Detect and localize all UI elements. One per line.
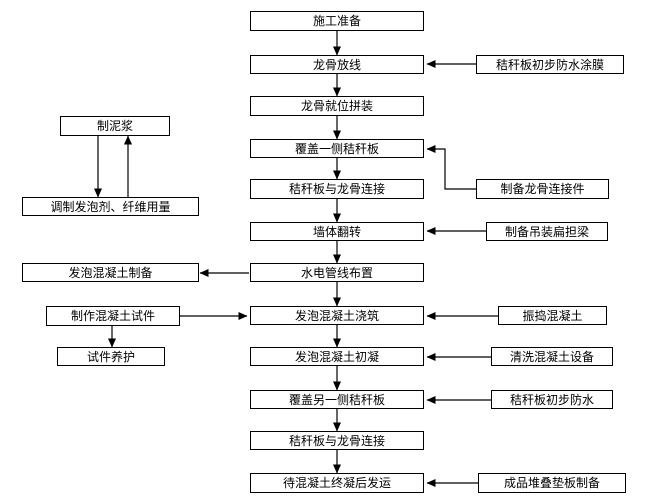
step-construction-prep: 施工准备 xyxy=(250,11,424,31)
left-make-mud: 制泥浆 xyxy=(60,116,170,136)
right-make-connector: 制备龙骨连接件 xyxy=(476,179,609,199)
arrow-right-connector xyxy=(426,145,476,190)
step-initial-set: 发泡混凝土初凝 xyxy=(250,347,424,366)
right-waterproof-film: 秸秆板初步防水涂膜 xyxy=(476,55,624,74)
left-adjust-foaming: 调制发泡剂、纤维用量 xyxy=(22,197,199,216)
right-board-waterproof: 秸秆板初步防水 xyxy=(491,390,613,409)
step-final-set-ship: 待混凝土终凝后发运 xyxy=(250,473,424,493)
left-cure-sample: 试件养护 xyxy=(57,347,165,366)
step-cover-other-side: 覆盖另一侧秸秆板 xyxy=(250,390,424,409)
right-clean-equipment: 清洗混凝土设备 xyxy=(491,347,613,366)
step-board-keel-connect-2: 秸秆板与龙骨连接 xyxy=(250,431,424,450)
right-lifting-beam: 制备吊装扁担梁 xyxy=(486,222,608,241)
left-make-sample: 制作混凝土试件 xyxy=(46,306,180,326)
step-foam-pour: 发泡混凝土浇筑 xyxy=(250,306,424,325)
step-wall-flip: 墙体翻转 xyxy=(250,222,424,241)
step-utility-lines: 水电管线布置 xyxy=(250,263,424,282)
left-foam-concrete-prep: 发泡混凝土制备 xyxy=(22,263,199,282)
right-vibrate-concrete: 振捣混凝土 xyxy=(498,306,607,325)
step-keel-assembly: 龙骨就位拼装 xyxy=(250,96,424,116)
right-pallet-prep: 成品堆叠垫板制备 xyxy=(478,473,626,493)
step-keel-layout: 龙骨放线 xyxy=(250,55,424,74)
step-board-keel-connect-1: 秸秆板与龙骨连接 xyxy=(250,179,424,199)
step-cover-one-side: 覆盖一侧秸秆板 xyxy=(250,139,424,158)
